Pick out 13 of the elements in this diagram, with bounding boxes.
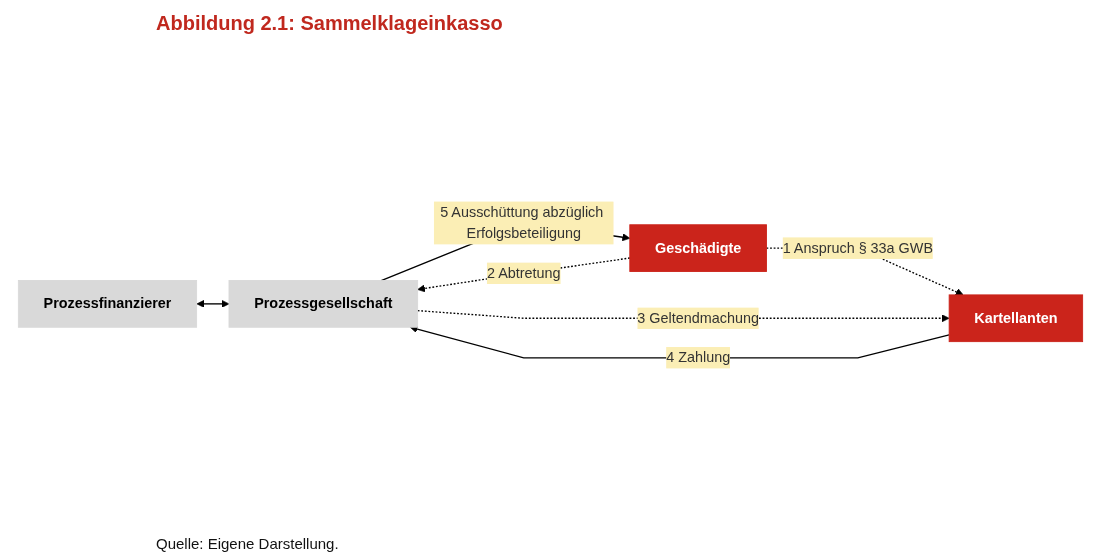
node-box: Geschädigte xyxy=(629,224,767,272)
arrow xyxy=(409,325,950,359)
edge-label: 2 Abtretung xyxy=(486,265,561,281)
figure-title: Abbildung 2.1: Sammelklageinkasso xyxy=(156,12,503,35)
node-box: Prozessgesellschaft xyxy=(228,280,419,328)
edge-label: 1 Anspruch § 33a GWB xyxy=(782,240,933,256)
edge-label: 3 Geltendmachung xyxy=(637,310,759,326)
source-caption: Quelle: Eigene Darstellung. xyxy=(156,535,339,552)
node-box: Kartellanten xyxy=(948,294,1084,343)
arrow xyxy=(196,299,230,308)
node-box: Prozessfinanzierer xyxy=(17,280,198,328)
edge-label: 5 Ausschüttung abzüglich Erfolgsbeteiligung xyxy=(440,204,604,241)
edge-label: 4 Zahlung xyxy=(666,349,731,366)
